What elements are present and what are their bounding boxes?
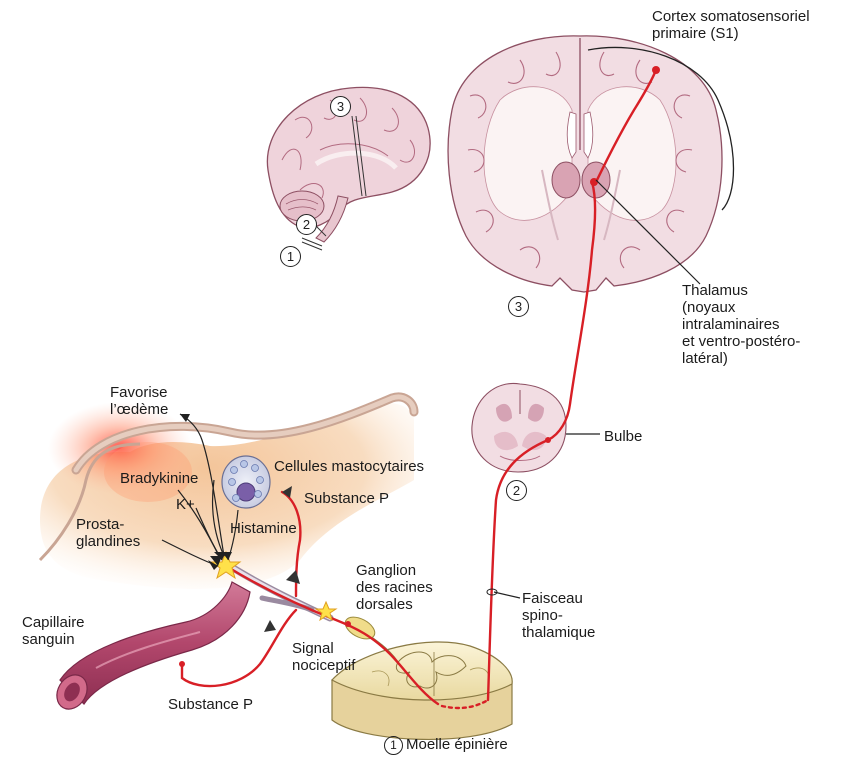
label-prostaglandines: Prosta- glandines xyxy=(76,516,140,550)
marker-sagittal-1: 1 xyxy=(280,246,301,267)
label-substance-p-top: Substance P xyxy=(304,490,389,507)
label-ganglion-racines-dorsales: Ganglion des racines dorsales xyxy=(356,562,433,613)
label-bradykinine: Bradykinine xyxy=(120,470,198,487)
marker-moelle-1: 1 xyxy=(384,736,403,755)
label-cortex-s1: Cortex somatosensoriel primaire (S1) xyxy=(652,8,810,42)
label-faisceau-spinothalamique: Faisceau spino- thalamique xyxy=(522,590,595,641)
label-cellules-mastocytaires: Cellules mastocytaires xyxy=(274,458,424,475)
label-k-plus: K+ xyxy=(176,496,195,513)
label-capillaire-sanguin: Capillaire sanguin xyxy=(22,614,85,648)
mast-cell xyxy=(222,456,270,508)
label-bulbe: Bulbe xyxy=(604,428,642,445)
label-histamine: Histamine xyxy=(230,520,297,537)
marker-coronal-3: 3 xyxy=(508,296,529,317)
blood-capillary xyxy=(51,582,250,715)
spinal-cord xyxy=(332,630,512,739)
marker-sagittal-2: 2 xyxy=(296,214,317,235)
label-favorise-oedeme: Favorise l’œdème xyxy=(110,384,168,418)
label-substance-p-bottom: Substance P xyxy=(168,696,253,713)
label-thalamus: Thalamus (noyaux intralaminaires et vent… xyxy=(682,282,800,367)
label-signal-nociceptif: Signal nociceptif xyxy=(292,640,355,674)
marker-sagittal-3: 3 xyxy=(330,96,351,117)
marker-bulbe-2: 2 xyxy=(506,480,527,501)
